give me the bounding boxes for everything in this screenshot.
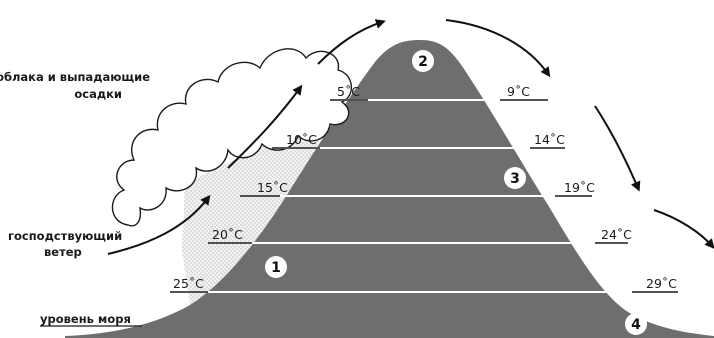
temp-leeward-14: 14˚C [534, 132, 565, 147]
temp-leeward-9: 9˚C [507, 84, 530, 99]
upper-arrow-2 [445, 19, 551, 78]
clouds-label-line1: облака и выпадающие [0, 70, 150, 84]
svg-text:1: 1 [271, 260, 281, 276]
temp-windward-10: 10˚C [286, 132, 317, 147]
wind-arrow [107, 194, 211, 255]
sea-level-label: уровень моря [40, 312, 131, 326]
svg-text:2: 2 [418, 54, 428, 70]
marker-3: 3 [504, 167, 526, 189]
rising-air-arrow [227, 84, 303, 169]
windward-temperatures: 5˚C 10˚C 15˚C 20˚C 25˚C [173, 84, 360, 291]
temp-windward-25: 25˚C [173, 276, 204, 291]
marker-1: 1 [265, 256, 287, 278]
upper-arrow-1 [317, 19, 386, 65]
temp-windward-20: 20˚C [212, 227, 243, 242]
descending-arrow [594, 105, 641, 192]
marker-4: 4 [625, 313, 647, 335]
marker-2: 2 [412, 50, 434, 72]
clouds-label-line2: осадки [74, 87, 122, 101]
leeward-temperatures: 9˚C 14˚C 19˚C 24˚C 29˚C [507, 84, 677, 291]
wind-label-line1: господствующий [8, 229, 122, 243]
temp-windward-15: 15˚C [257, 180, 288, 195]
air-flow-arrows [107, 19, 714, 255]
contour-line-extensions [170, 99, 678, 293]
temp-leeward-29: 29˚C [646, 276, 677, 291]
wind-label-line2: ветер [44, 245, 82, 259]
temp-leeward-24: 24˚C [601, 227, 632, 242]
cloud [111, 48, 352, 227]
svg-text:4: 4 [631, 317, 641, 333]
temp-leeward-19: 19˚C [564, 180, 595, 195]
svg-text:3: 3 [510, 171, 520, 187]
temp-windward-5: 5˚C [337, 84, 360, 99]
outflow-arrow [653, 209, 714, 250]
text-labels: облака и выпадающие осадки господствующи… [0, 70, 150, 326]
mountain [65, 40, 714, 338]
